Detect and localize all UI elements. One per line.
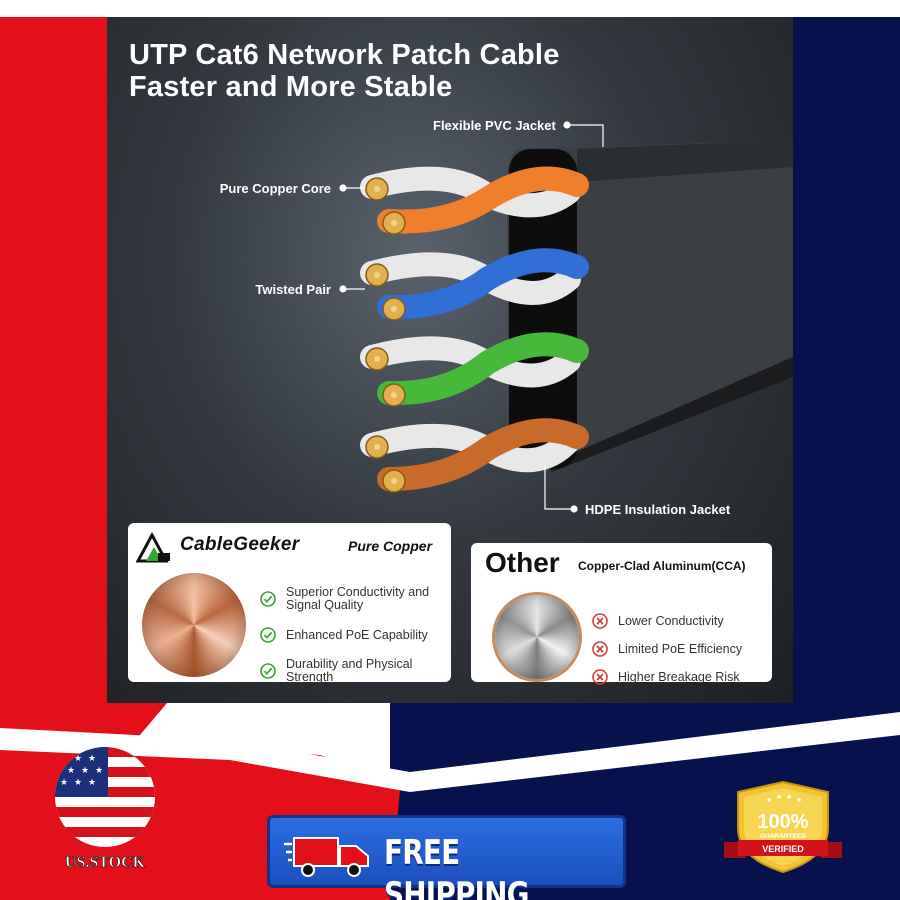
other-comparison-card: Other Copper-Clad Aluminum(CCA) Lower Co… — [471, 543, 772, 685]
svg-text:★: ★ — [786, 793, 792, 801]
feature-line: Signal Quality — [286, 598, 364, 612]
feature-line: Strength — [286, 670, 334, 684]
verified-ribbon: VERIFIED — [762, 844, 804, 854]
verified-sub: GUARANTEED — [760, 833, 806, 840]
copper-wire-disc — [142, 573, 246, 677]
svg-text:★: ★ — [74, 754, 82, 764]
brand-feature-list: Superior Conductivity and Signal Quality… — [260, 581, 445, 689]
svg-text:★: ★ — [81, 766, 89, 776]
verified-percent: 100% — [757, 811, 808, 833]
svg-text:★: ★ — [776, 793, 782, 801]
svg-text:★: ★ — [95, 766, 103, 776]
free-shipping-banner: FREE SHIPPING — [267, 815, 626, 900]
product-title-line2: Faster and More Stable — [129, 71, 453, 103]
us-flag-icon: ★ ★ ★ ★ ★ ★ ★ ★ ★ — [55, 747, 155, 847]
brand-tag: Pure Copper — [348, 538, 433, 554]
x-circle-icon — [592, 669, 608, 685]
wire-pair-green — [360, 332, 589, 406]
svg-text:★: ★ — [60, 778, 68, 788]
callout-hdpe-jacket: HDPE Insulation Jacket — [585, 502, 731, 517]
check-circle-icon — [260, 627, 276, 643]
list-item: Enhanced PoE Capability — [260, 617, 445, 653]
callout-pvc-jacket: Flexible PVC Jacket — [433, 118, 556, 133]
brand-comparison-card: CableGeeker Pure Copper Superior Conduct… — [128, 523, 451, 684]
other-feature-list: Lower Conductivity Limited PoE Efficienc… — [592, 607, 762, 691]
list-item: Durability and Physical Strength — [260, 653, 445, 689]
feature-text: Higher Breakage Risk — [618, 669, 740, 684]
verified-badge: ★ ★ ★ ★ 100% GUARANTEED VERIFIED — [724, 780, 842, 874]
callout-twisted-pair: Twisted Pair — [255, 282, 331, 297]
svg-text:★: ★ — [766, 796, 772, 804]
feature-text: Superior Conductivity and Signal Quality — [286, 586, 429, 612]
x-circle-icon — [592, 641, 608, 657]
svg-text:★: ★ — [74, 778, 82, 788]
product-image-panel: UTP Cat6 Network Patch Cable Faster and … — [107, 17, 793, 703]
product-title-line1: UTP Cat6 Network Patch Cable — [129, 39, 560, 71]
aluminum-wire-disc — [495, 595, 579, 679]
feature-text: Durability and Physical Strength — [286, 658, 412, 684]
list-item: Lower Conductivity — [592, 607, 762, 635]
product-title: UTP Cat6 Network Patch Cable Faster and … — [129, 39, 560, 103]
check-circle-icon — [260, 591, 276, 607]
wire-pair-brown — [360, 418, 589, 491]
svg-text:★: ★ — [67, 766, 75, 776]
feature-text: Enhanced PoE Capability — [286, 627, 428, 642]
other-heading: Other — [485, 547, 560, 578]
svg-text:★: ★ — [60, 754, 68, 764]
list-item: Higher Breakage Risk — [592, 663, 762, 691]
list-item: Superior Conductivity and Signal Quality — [260, 581, 445, 617]
feature-line: Durability and Physical — [286, 657, 413, 671]
us-stock-badge: ★ ★ ★ ★ ★ ★ ★ ★ ★ US.STOCK — [55, 747, 155, 871]
x-circle-icon — [592, 613, 608, 629]
shipping-label: FREE SHIPPING — [384, 833, 530, 900]
other-tag: Copper-Clad Aluminum(CCA) — [578, 559, 746, 573]
feature-line: Superior Conductivity and — [286, 585, 430, 599]
brand-name: CableGeeker — [180, 534, 300, 555]
feature-text: Limited PoE Efficiency — [618, 641, 743, 656]
wire-pair-blue — [360, 248, 589, 320]
callout-copper-core: Pure Copper Core — [219, 181, 331, 196]
svg-text:★: ★ — [88, 754, 96, 764]
wire-pair-orange — [360, 166, 589, 234]
check-circle-icon — [260, 663, 276, 679]
feature-text: Lower Conductivity — [618, 613, 724, 628]
cablegeeker-logo-icon — [136, 531, 170, 563]
stock-label: US.STOCK — [65, 854, 146, 871]
list-item: Limited PoE Efficiency — [592, 635, 762, 663]
svg-text:★: ★ — [796, 796, 802, 804]
cable-illustration — [339, 121, 793, 513]
feature-line: Enhanced PoE Capability — [286, 627, 428, 642]
svg-text:★: ★ — [88, 778, 96, 788]
delivery-truck-icon — [284, 837, 369, 877]
